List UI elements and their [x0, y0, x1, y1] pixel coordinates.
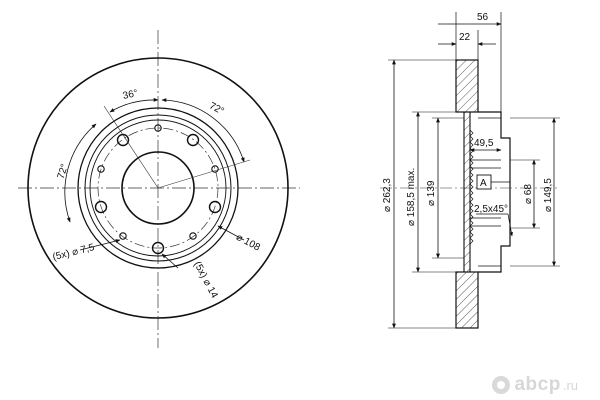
brand-circle-icon	[492, 376, 511, 394]
center-bore	[121, 151, 195, 225]
width-hub-label: 22	[459, 32, 471, 43]
brand-name: abcp	[514, 374, 561, 395]
depth-hat-label: 49,5	[474, 138, 494, 149]
large-hole	[116, 133, 130, 147]
large-holes-label: (5x) ⌀ 14	[191, 260, 220, 301]
friction-ring-section-top	[455, 59, 479, 113]
bolt-circle-leader	[217, 225, 245, 241]
angle-guide-line	[157, 159, 251, 189]
bolt-circle	[97, 127, 219, 249]
small-holes-label: (5x) ⌀ 7,5	[52, 242, 97, 263]
brand-tld: .ru	[562, 377, 578, 393]
large-hole	[186, 133, 200, 147]
friction-ring-section-bottom	[455, 271, 479, 329]
large-hole	[151, 241, 165, 255]
diameter-hub-label: ⌀ 149,5	[543, 178, 554, 212]
small-hole	[189, 232, 197, 240]
small-hole	[211, 165, 219, 173]
large-holes-leader	[161, 253, 179, 269]
angle-arc-72-left	[64, 123, 97, 223]
chamfer-label: 2,5x45°	[474, 204, 508, 215]
front-view: 36° 72° 72° ⌀ 108 (5x) ⌀ 7,5 (5x) ⌀ 14	[18, 30, 300, 348]
angle-label-72-top: 72°	[207, 101, 226, 118]
large-hole	[208, 200, 222, 214]
small-holes	[97, 124, 219, 240]
width-total-label: 56	[477, 12, 489, 23]
small-hole	[97, 165, 105, 173]
chamfer-leader-arrow	[507, 213, 513, 237]
small-hole	[119, 232, 127, 240]
small-hole	[154, 124, 162, 132]
diameter-center-label: ⌀ 68	[523, 184, 534, 204]
small-holes-leader	[79, 239, 121, 251]
angle-arc-36	[109, 97, 159, 113]
brand-logo: abcp .ru	[492, 374, 578, 396]
angle-arc-72-top	[161, 98, 245, 163]
diameter-friction-label: ⌀ 158,5 max.	[406, 168, 417, 226]
angle-label-36: 36°	[122, 88, 139, 102]
bolt-circle-label: ⌀ 108	[234, 232, 262, 254]
hat-section	[463, 111, 471, 273]
disc-outer-edge	[27, 57, 289, 319]
angle-label-72-left: 72°	[56, 163, 71, 181]
diameter-outer-label: ⌀ 262,3	[382, 178, 393, 212]
datum-label: A	[480, 178, 487, 189]
hat-flange	[478, 111, 511, 273]
side-view: 56 22 ⌀ 262,	[380, 12, 560, 329]
diameter-hat-label: ⌀ 139	[426, 180, 437, 206]
angle-guide-line	[103, 105, 159, 189]
